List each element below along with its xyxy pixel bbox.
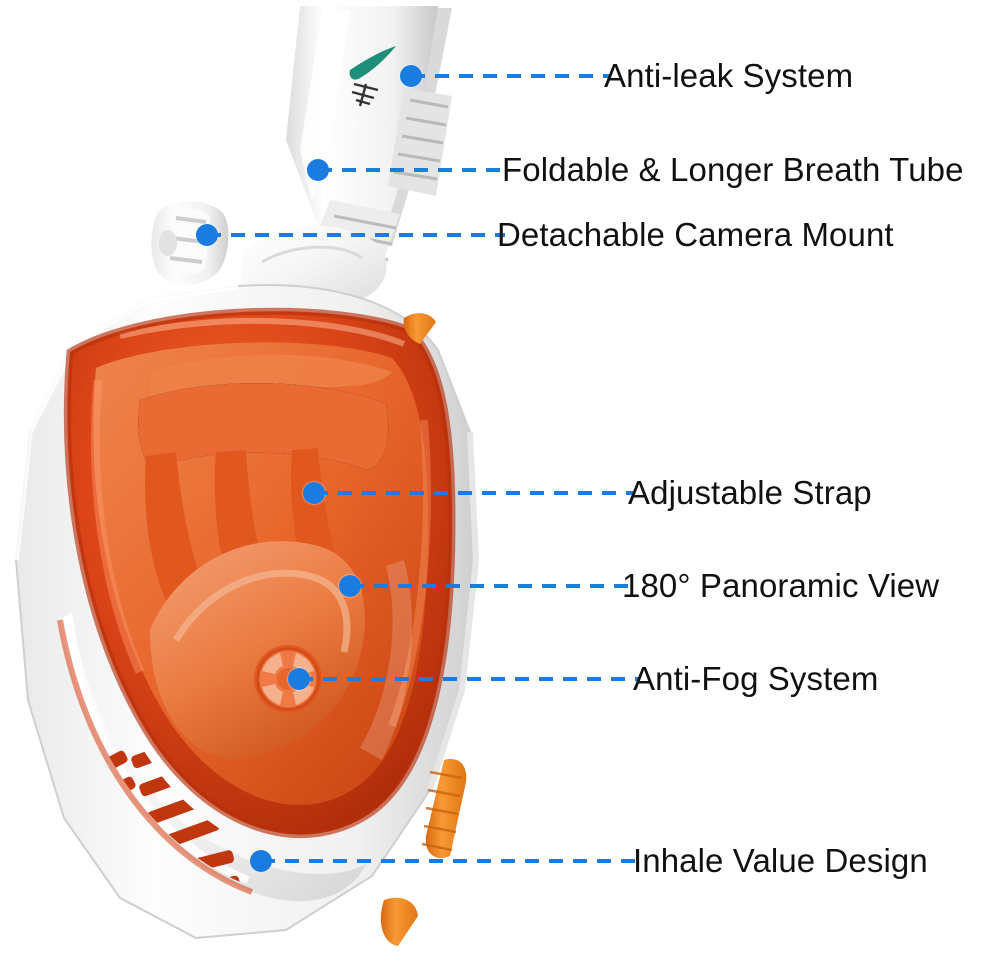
callout-line-anti-fog — [299, 677, 639, 681]
callout-label-breath-tube: Foldable & Longer Breath Tube — [502, 151, 964, 188]
camera-mount — [151, 201, 229, 285]
callout-line-camera-mount — [207, 233, 505, 237]
snorkel-tube-group — [240, 6, 452, 309]
callout-label-anti-leak: Anti-leak System — [604, 57, 854, 94]
callout-line-anti-leak — [411, 74, 609, 78]
callout-line-breath-tube — [318, 168, 508, 172]
lens-window — [63, 307, 456, 838]
callout-line-adjustable-strap — [314, 491, 634, 495]
callout-label-inhale-valve: Inhale Value Design — [633, 842, 928, 879]
callout-label-camera-mount: Detachable Camera Mount — [497, 216, 894, 253]
head-strap-anchors — [380, 313, 467, 946]
callout-label-adjustable-strap: Adjustable Strap — [628, 474, 872, 511]
brand-logo — [349, 46, 396, 107]
callout-line-inhale-valve — [261, 859, 639, 863]
callout-label-panoramic-view: 180° Panoramic View — [622, 567, 940, 604]
callout-line-panoramic-view — [350, 584, 628, 588]
callout-label-anti-fog: Anti-Fog System — [633, 660, 879, 697]
